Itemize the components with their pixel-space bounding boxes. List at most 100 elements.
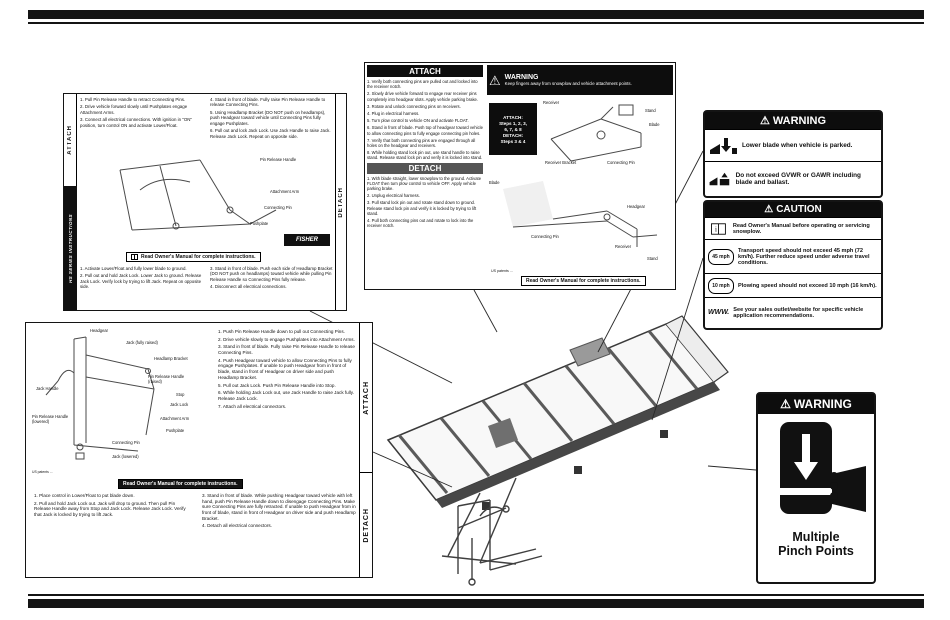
attach-header: ATTACH bbox=[367, 65, 483, 77]
callout-pushplate: Pushplate bbox=[166, 428, 185, 433]
caution-item-4: See your sales outlet/website for specif… bbox=[733, 306, 864, 319]
callout-connecting-pin: Connecting Pin bbox=[112, 440, 140, 445]
hs-attach-vertical-label: ATTACH bbox=[67, 125, 73, 155]
list-item: 7. Attach all electrical connectors. bbox=[218, 403, 287, 409]
list-item: 2. Pull out and hold Jack Lock. Lower Ja… bbox=[80, 273, 202, 290]
upper-callout-connecting-pin: Connecting Pin bbox=[607, 160, 635, 165]
hs-attach-steps-col2: 4. Stand in front of blade. Fully raise … bbox=[210, 97, 333, 141]
list-item: 3. Connect all electrical connections. W… bbox=[80, 117, 192, 128]
list-item: 4. Push Headgear toward vehicle to allow… bbox=[218, 357, 352, 380]
list-item: 1. Pull Pin Release Handle to retract Co… bbox=[80, 97, 186, 102]
list-item: 7. Verify that both connecting pins are … bbox=[367, 137, 476, 149]
headgear-detach-steps-col1: 1. Place control in Lower/Float to put b… bbox=[34, 493, 192, 520]
headgear-detach-steps-col2: 3. Stand in front of blade. While pushin… bbox=[202, 493, 356, 531]
book-icon bbox=[131, 254, 138, 260]
warning-item-2: Do not exceed GVWR or GAWR including bla… bbox=[735, 171, 861, 186]
warning-item-1: Lower blade when vehicle is parked. bbox=[742, 142, 853, 149]
list-item: 8. While holding stand lock pin out, use… bbox=[367, 150, 483, 161]
callout-headlamp-bracket: Headlamp Bracket bbox=[154, 356, 188, 361]
mid-read-manual-bar: Read Owner's Manual for complete instruc… bbox=[521, 276, 646, 286]
hs-attach-steps-col1: 1. Pull Pin Release Handle to retract Co… bbox=[80, 97, 205, 130]
callout-jack-lock: Jack Lock bbox=[170, 402, 189, 407]
upper-callout-receiver: Receiver bbox=[543, 100, 560, 105]
upper-callout-receiver-bracket: Receiver Bracket bbox=[545, 160, 577, 165]
finger-warning-text: Keep fingers away from snowplow and vehi… bbox=[504, 81, 632, 86]
hs-callout-pin-release-handle: Pin Release Handle bbox=[260, 157, 297, 162]
list-item: 6. Pull out and lock Jack Lock. Use Jack… bbox=[210, 128, 331, 139]
callout-headgear: Headgear bbox=[90, 328, 108, 333]
caution-alert-icon: ⚠ bbox=[764, 204, 774, 215]
hs-callout-connecting-pin: Connecting Pin bbox=[264, 205, 292, 210]
list-item: 4. Pull both connecting pins out and rot… bbox=[367, 218, 474, 229]
brand-logo-box: FISHER bbox=[284, 234, 330, 246]
headgear-read-manual-bar: Read Owner's Manual for complete instruc… bbox=[118, 479, 243, 489]
headgear-detach-strip: DETACH bbox=[359, 473, 372, 577]
list-item: 5. Turn plow control to vehicle ON and a… bbox=[367, 118, 469, 124]
list-item: Steps 1, 2, 3, bbox=[499, 120, 527, 126]
callout-jack-raised: Jack (fully raised) bbox=[126, 340, 158, 345]
lower-callout-connecting-pin: Connecting Pin bbox=[531, 234, 559, 239]
caution-row-manual: i Read Owner's Manual before operating o… bbox=[705, 217, 881, 239]
hs-callout-attachment-arm: Attachment Arm bbox=[270, 189, 300, 194]
list-item: 2. Drive vehicle slowly to engage Pushpl… bbox=[218, 336, 355, 342]
lower-blade-icon bbox=[710, 137, 737, 154]
plow-side-diagram-sketch bbox=[503, 181, 658, 247]
pinch-warning-title: WARNING bbox=[793, 397, 852, 411]
lower-callout-stand: Stand bbox=[647, 256, 658, 261]
list-item: ATTACH: bbox=[503, 114, 523, 120]
warning-title: WARNING bbox=[772, 114, 827, 127]
list-item: 4. Stand in front of blade. Fully raise … bbox=[210, 97, 326, 108]
list-item: 6. While holding Jack Lock out, use Jack… bbox=[218, 390, 355, 401]
speed-45-sign: 45 mph bbox=[708, 248, 734, 265]
caution-row-transport-speed: 45 mph Transport speed should not exceed… bbox=[705, 239, 881, 273]
hs-detach-vertical-label: DETACH bbox=[338, 186, 344, 218]
headgear-instruction-label: ATTACH DETACH Headgear Jack (f bbox=[25, 322, 373, 578]
hs-attach-strip: ATTACH bbox=[64, 94, 77, 186]
hs-detach-steps-col2: 3. Stand in front of blade. Push each si… bbox=[210, 266, 333, 292]
detach-steps-list: 1. With blade straight, lower snowplow t… bbox=[367, 176, 483, 229]
svg-text:i: i bbox=[715, 225, 717, 233]
headgear-diagram-sketch bbox=[45, 336, 155, 460]
hs-read-manual-text: Read Owner's Manual for complete instruc… bbox=[141, 254, 256, 260]
pinch-text-line1: Multiple bbox=[792, 530, 840, 544]
list-item: 1. Verify both connecting pins are pulle… bbox=[367, 79, 478, 90]
hs-series-instruction-label: ATTACH HS SERIES INSTRUCTIONS DETACH 1. … bbox=[63, 93, 347, 311]
caution-row-website: WWW. See your sales outlet/website for s… bbox=[705, 297, 881, 327]
finger-warning-box: ⚠ WARNING Keep fingers away from snowplo… bbox=[487, 65, 673, 95]
list-item: 1. Activate Lower/Float and fully lower … bbox=[80, 266, 187, 271]
pinch-hazard-pictogram bbox=[776, 422, 866, 514]
snowplow-drawing bbox=[386, 315, 729, 586]
warning-row-lower-blade: Lower blade when vehicle is parked. bbox=[705, 129, 881, 161]
list-item: 3. Stand in front of blade. While pushin… bbox=[202, 493, 356, 521]
lower-callout-blade: Blade bbox=[489, 180, 500, 185]
hs-detach-strip: DETACH bbox=[335, 94, 346, 310]
caution-header: ⚠ CAUTION bbox=[705, 202, 881, 217]
lower-callout-receiver: Receiver bbox=[615, 244, 632, 249]
decal-location-dark bbox=[488, 418, 518, 448]
lower-callout-headgear: Headgear bbox=[627, 204, 645, 209]
hs-detach-steps-col1: 1. Activate Lower/Float and fully lower … bbox=[80, 266, 205, 292]
headgear-attach-vertical-label: ATTACH bbox=[362, 380, 370, 415]
speed-10-sign: 10 mph bbox=[708, 277, 734, 294]
list-item: 1. With blade straight, lower snowplow t… bbox=[367, 175, 482, 192]
list-item: 1. Push Pin Release Handle down to pull … bbox=[218, 329, 345, 334]
top-thin-rule bbox=[28, 22, 924, 24]
list-item: 1. Place control in Lower/Float to put b… bbox=[34, 493, 135, 498]
hs-diagram-sketch bbox=[119, 159, 277, 231]
upper-callout-stand: Stand bbox=[645, 108, 656, 113]
owners-manual-icon: i bbox=[711, 222, 726, 235]
headgear-detach-vertical-label: DETACH bbox=[362, 507, 370, 543]
caution-item-1: Read Owner's Manual before operating or … bbox=[732, 222, 870, 235]
pinch-points-warning-label: ⚠ WARNING Multiple Pinch Points bbox=[756, 392, 876, 584]
detach-header: DETACH bbox=[367, 162, 483, 174]
upper-callout-blade: Blade bbox=[649, 122, 660, 127]
callout-stop: Stop bbox=[176, 392, 185, 397]
callout-jack-handle: Jack Handle bbox=[36, 386, 59, 391]
hs-series-logo-text: HS SERIES INSTRUCTIONS bbox=[68, 213, 73, 284]
pinch-warning-header: ⚠ WARNING bbox=[758, 394, 874, 414]
list-item: 6, 7, & 8 bbox=[504, 126, 522, 132]
bottom-thin-rule bbox=[28, 594, 924, 596]
